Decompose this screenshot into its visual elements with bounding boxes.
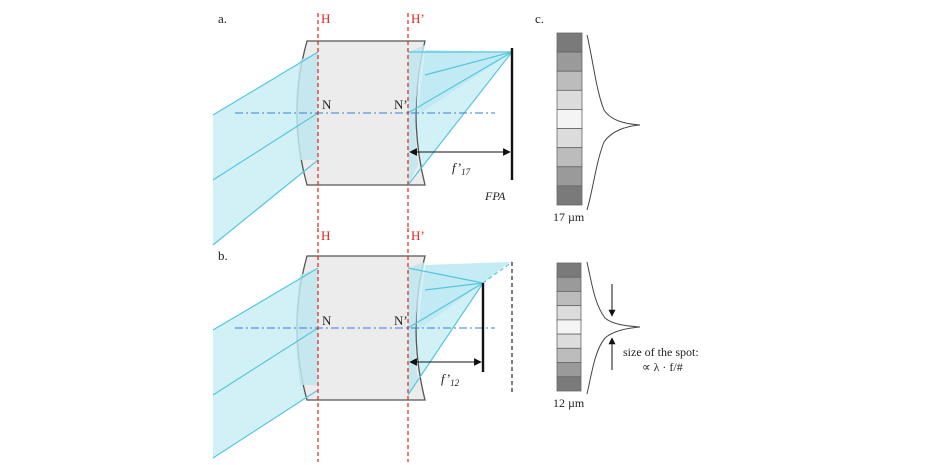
spot-note-line2: ∝ λ · f/# — [642, 360, 683, 374]
ray-b-bottom — [212, 389, 319, 459]
ray-a-exit-bottom — [407, 51, 513, 186]
panel-b: b. H H’ N N’ f’12 — [212, 228, 513, 462]
pixel12-pixel-3 — [556, 291, 582, 307]
pixel12-pixel-2 — [556, 276, 582, 292]
ray-b-chief — [212, 327, 319, 396]
pixel-column-17um — [556, 32, 583, 206]
ray-a-top — [212, 51, 319, 116]
ray-b-exit-upper — [424, 282, 484, 291]
psf-curve-12 — [586, 261, 641, 395]
pixel17-pixel-1 — [556, 32, 583, 53]
label-n2-a: N’ — [394, 97, 408, 112]
panel-label-a: a. — [218, 11, 227, 26]
panel-label-b: b. — [218, 248, 228, 263]
pixel17-pixel-5 — [556, 109, 583, 129]
label-f12: f’12 — [441, 371, 460, 388]
pitch-label-17: 17 µm — [553, 210, 585, 224]
pixel12-pixel-9 — [556, 376, 582, 392]
ray-b-dashed-extension — [482, 261, 513, 284]
ray-a-exit-chief — [407, 51, 513, 114]
beam-a-incoming — [213, 52, 318, 245]
label-f17-sub: 17 — [461, 167, 471, 177]
panel-label-c: c. — [535, 11, 544, 26]
beam-b-focus-cone — [418, 262, 510, 330]
pixel12-pixel-5 — [556, 319, 582, 335]
label-n2-b: N’ — [394, 313, 408, 328]
ray-b-exit-bottom — [407, 282, 484, 396]
panel-a: a. H H’ N N’ f’17 FPA — [212, 11, 514, 246]
label-h2-b: H’ — [411, 228, 425, 243]
ray-a-chief — [212, 112, 319, 181]
pixel12-pixel-1 — [556, 262, 582, 278]
label-h-a: H — [321, 11, 330, 26]
beam-a-lens-left — [296, 52, 318, 160]
pixel12-pixel-6 — [556, 333, 582, 349]
spot-note-line1: size of the spot: — [623, 345, 699, 359]
ray-b-exit-top — [407, 267, 484, 284]
beam-b-lens-left — [296, 268, 318, 385]
pixel17-pixel-2 — [556, 51, 583, 72]
panel-c: c. 17 µm size of the spot: ∝ λ · f/# 12 … — [535, 11, 699, 410]
label-n-b: N — [322, 313, 332, 328]
label-h2-a: H’ — [411, 11, 425, 26]
ray-a-bottom — [212, 159, 319, 246]
ray-a-exit-upper — [424, 51, 513, 76]
label-f17: f’17 — [452, 160, 471, 177]
pixel17-pixel-9 — [556, 185, 583, 206]
label-h-b: H — [321, 228, 330, 243]
pixel-column-12um — [556, 262, 582, 392]
pitch-label-12: 12 µm — [553, 396, 585, 410]
label-n-a: N — [322, 97, 332, 112]
pixel12-pixel-8 — [556, 362, 582, 378]
beam-b-incoming — [213, 268, 318, 458]
pixel17-pixel-6 — [556, 128, 583, 149]
psf-curve-17 — [586, 34, 641, 211]
label-fpa: FPA — [484, 189, 506, 203]
pixel17-pixel-3 — [556, 70, 583, 91]
pixel17-pixel-4 — [556, 89, 583, 110]
ray-b-exit-chief — [407, 282, 484, 329]
pixel12-pixel-7 — [556, 347, 582, 363]
pixel17-pixel-7 — [556, 147, 583, 168]
ray-b-top — [212, 267, 319, 331]
pixel12-pixel-4 — [556, 305, 582, 321]
label-f12-sub: 12 — [450, 378, 460, 388]
pixel17-pixel-8 — [556, 166, 583, 187]
